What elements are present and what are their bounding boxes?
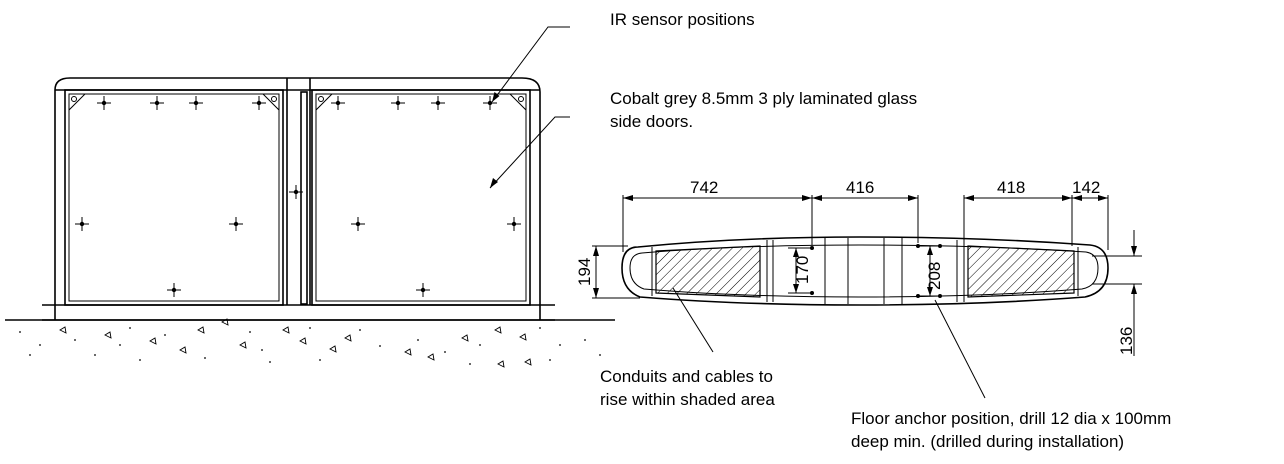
- sensor-marker: [431, 96, 445, 110]
- gravel-stone: [282, 326, 290, 334]
- sensor-marker: [75, 217, 89, 231]
- dim-742: 742: [690, 178, 718, 197]
- gravel-dot: [29, 354, 31, 356]
- label-glass-line-1: Cobalt grey 8.5mm 3 ply laminated glass: [610, 89, 917, 108]
- sensor-markers: [75, 96, 521, 297]
- gravel-dot: [599, 354, 601, 356]
- gravel-stone: [497, 360, 505, 368]
- label-glass-line-2: side doors.: [610, 112, 693, 131]
- gravel-dot: [39, 344, 41, 346]
- left-door-panel: [64, 89, 284, 306]
- sensor-marker: [167, 283, 181, 297]
- gravel-dot: [479, 344, 481, 346]
- gravel-dot: [129, 327, 131, 329]
- gravel-dot: [417, 339, 419, 341]
- dim-142: 142: [1072, 178, 1100, 197]
- gravel-dot: [204, 357, 206, 359]
- dim-418: 418: [997, 178, 1025, 197]
- sensor-marker: [97, 96, 111, 110]
- gravel-stone: [427, 353, 435, 361]
- plan-view: 742 416 418 142 194 170 208 136: [575, 178, 1142, 356]
- gravel-dot: [559, 344, 561, 346]
- gravel-dot: [444, 351, 446, 353]
- gravel-stone: [524, 358, 532, 366]
- hatched-zone-left: [655, 245, 761, 298]
- hatched-zone-right: [967, 245, 1075, 298]
- sensor-marker: [483, 96, 497, 110]
- dim-136: 136: [1117, 327, 1136, 355]
- gravel-dot: [261, 349, 263, 351]
- gravel-stone: [149, 337, 157, 345]
- gravel-dot: [19, 331, 21, 333]
- gravel-dot: [164, 334, 166, 336]
- gravel-dot: [539, 327, 541, 329]
- label-conduits-line-1: Conduits and cables to: [600, 367, 773, 386]
- plan-outline: [621, 236, 1109, 306]
- gravel-dot: [269, 361, 271, 363]
- dim-208: 208: [925, 262, 944, 290]
- gravel-dot: [584, 339, 586, 341]
- centre-handle: [300, 91, 308, 305]
- gravel-stone: [404, 348, 412, 356]
- ground-gravel: [19, 318, 601, 368]
- gravel-stone: [344, 334, 352, 342]
- gravel-stone: [519, 333, 527, 341]
- dim-194: 194: [575, 258, 594, 286]
- gravel-dot: [309, 327, 311, 329]
- label-ir-sensor-positions: IR sensor positions: [610, 10, 755, 29]
- gravel-dot: [119, 344, 121, 346]
- gravel-dot: [549, 359, 551, 361]
- label-conduits-line-2: rise within shaded area: [600, 390, 775, 409]
- gravel-stone: [221, 318, 229, 326]
- sensor-marker: [150, 96, 164, 110]
- sensor-marker: [391, 96, 405, 110]
- gravel-dot: [319, 359, 321, 361]
- gravel-dot: [249, 331, 251, 333]
- sensor-marker: [252, 96, 266, 110]
- sensor-marker: [416, 283, 430, 297]
- sensor-marker: [351, 217, 365, 231]
- gravel-stone: [59, 326, 67, 334]
- gravel-stone: [179, 346, 187, 354]
- sensor-marker: [189, 96, 203, 110]
- right-door-panel: [311, 89, 531, 306]
- gravel-stone: [299, 337, 307, 345]
- gravel-dot: [139, 359, 141, 361]
- sensor-marker: [289, 185, 303, 199]
- label-anchor-line-2: deep min. (drilled during installation): [851, 432, 1124, 451]
- gravel-stone: [239, 341, 247, 349]
- gravel-dot: [379, 345, 381, 347]
- gravel-dot: [94, 354, 96, 356]
- sensor-marker: [507, 217, 521, 231]
- gravel-dot: [469, 363, 471, 365]
- gravel-dot: [74, 339, 76, 341]
- gravel-stone: [494, 326, 502, 334]
- gravel-stone: [461, 334, 469, 342]
- sensor-marker: [331, 96, 345, 110]
- leader-lines: [489, 26, 986, 399]
- sensor-marker: [229, 217, 243, 231]
- gravel-dot: [359, 329, 361, 331]
- dim-170: 170: [793, 256, 812, 284]
- front-elevation: [5, 77, 615, 368]
- dim-416: 416: [846, 178, 874, 197]
- gravel-stone: [197, 326, 205, 334]
- label-anchor-line-1: Floor anchor position, drill 12 dia x 10…: [851, 409, 1171, 428]
- gravel-stone: [104, 331, 112, 339]
- gravel-stone: [329, 345, 337, 353]
